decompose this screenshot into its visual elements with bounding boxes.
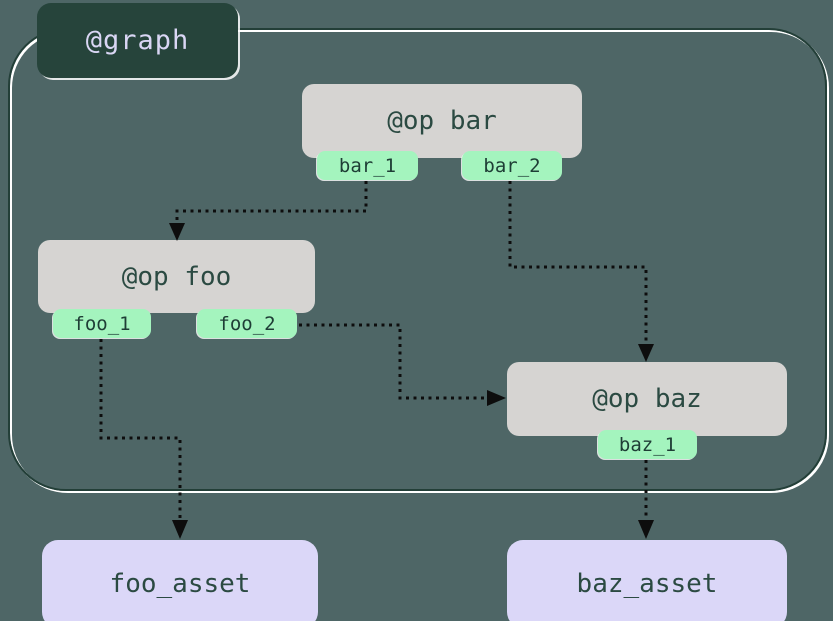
asset-foo-label: foo_asset <box>109 569 251 599</box>
output-tab-foo-1: foo_1 <box>53 309 151 338</box>
output-tab-foo-2: foo_2 <box>197 309 297 338</box>
graph-label: @graph <box>37 3 238 78</box>
graph-label-text: @graph <box>85 25 190 56</box>
op-node-foo: @op foo <box>38 240 315 313</box>
asset-baz-label: baz_asset <box>576 569 718 599</box>
asset-node-baz: baz_asset <box>507 540 787 621</box>
op-bar-title: @op bar <box>387 106 497 136</box>
op-node-bar: @op bar <box>302 84 582 158</box>
output-tab-bar-2-label: bar_2 <box>483 154 541 177</box>
output-tab-bar-1: bar_1 <box>317 151 418 180</box>
output-tab-bar-2: bar_2 <box>462 151 562 180</box>
output-tab-foo-1-label: foo_1 <box>73 312 131 335</box>
op-foo-title: @op foo <box>121 261 232 292</box>
graph-container-border <box>8 28 827 491</box>
op-node-baz: @op baz <box>507 362 787 436</box>
output-tab-bar-1-label: bar_1 <box>338 154 397 177</box>
asset-node-foo: foo_asset <box>42 540 318 621</box>
output-tab-baz-1: baz_1 <box>598 430 697 459</box>
output-tab-foo-2-label: foo_2 <box>218 312 276 335</box>
output-tab-baz-1-label: baz_1 <box>618 433 677 456</box>
op-baz-title: @op baz <box>592 384 702 414</box>
